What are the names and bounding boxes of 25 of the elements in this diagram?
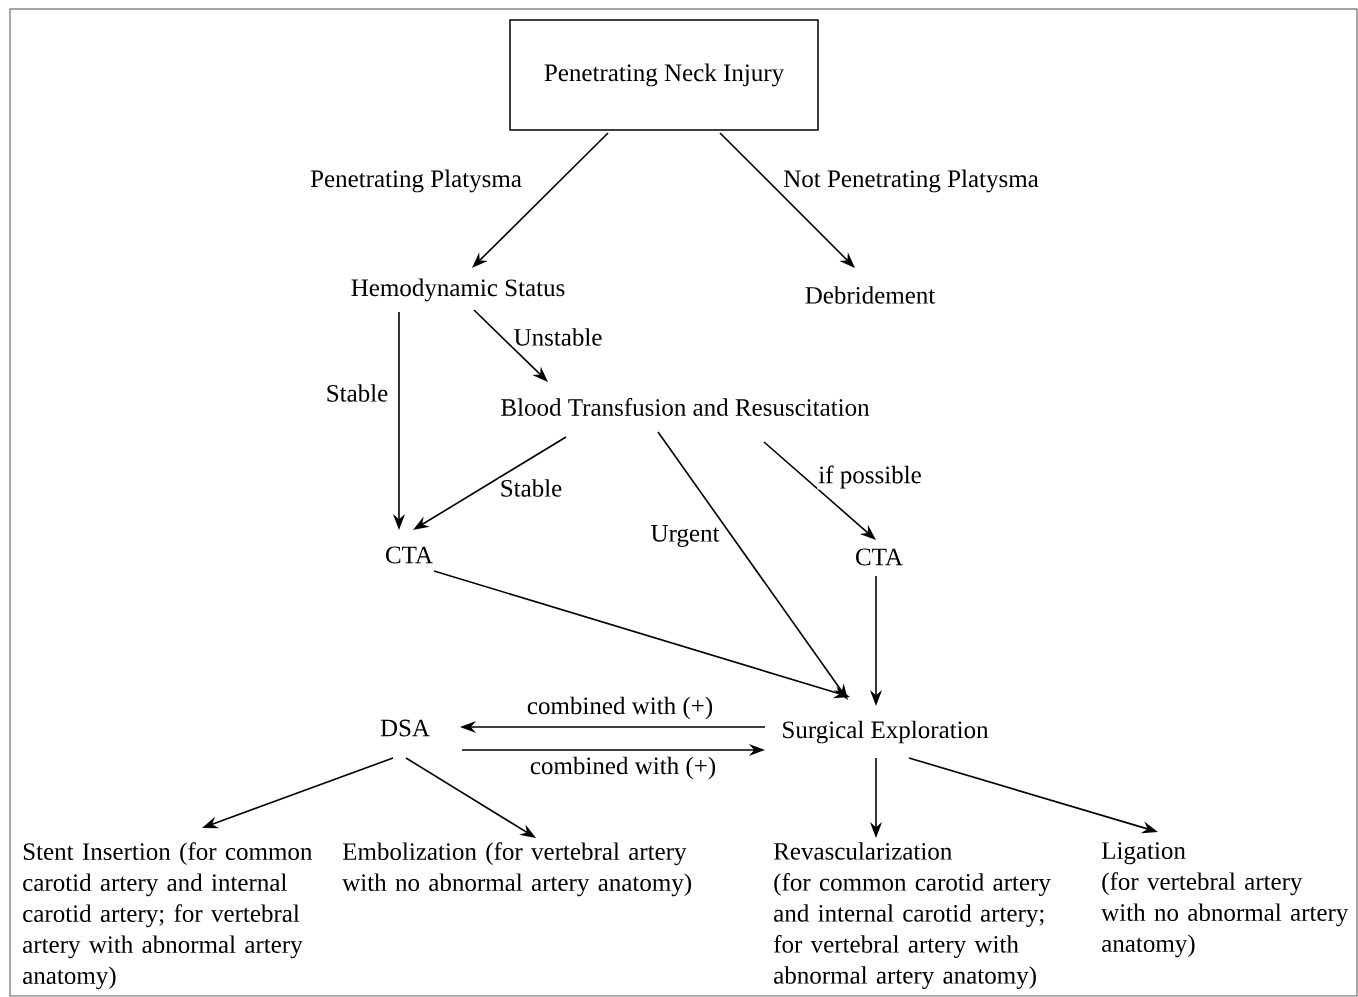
step-text: CTA — [386, 546, 433, 564]
edge-label: Unstable — [512, 327, 604, 347]
outcome-text: Revascularization (for common carotid artery and internal carotid artery; for vertebral artery with abnormal artery anatomy) — [773, 842, 1051, 989]
arrow — [763, 441, 876, 540]
outcome-text: Embolization (for vertebral artery with no abnormal artery anatomy) — [342, 842, 692, 897]
edge-label: Urgent — [649, 524, 721, 548]
outcome-text: Stent Insertion (for common carotid artery and internal carotid artery; for vertebral artery with abnormal artery anatomy) — [23, 842, 313, 990]
arrow — [472, 132, 609, 268]
edge-label: Stable — [324, 383, 390, 403]
step-text: Blood Transfusion and Resuscitation — [501, 398, 870, 416]
edge-label: if possible — [817, 464, 923, 490]
process-box: Penetrating Neck Injury — [509, 19, 819, 131]
outcome-text: Ligation (for vertebral artery with no abnormal artery anatomy) — [1101, 842, 1349, 958]
edge-label: combined with (+) — [525, 695, 715, 721]
arrow — [473, 309, 548, 382]
arrow — [719, 132, 855, 268]
edge-label: Not Penetrating Platysma — [782, 168, 1040, 194]
step-text: Surgical Exploration — [783, 720, 989, 744]
edge-label: Penetrating Platysma — [309, 168, 523, 194]
step-text: Debridement — [805, 286, 936, 304]
step-text: DSA — [380, 719, 430, 737]
edge-label: Stable — [498, 478, 564, 498]
step-text: CTA — [856, 548, 903, 566]
edge-label: combined with (+) — [528, 755, 718, 781]
step-text: Hemodynamic Status — [351, 278, 565, 302]
